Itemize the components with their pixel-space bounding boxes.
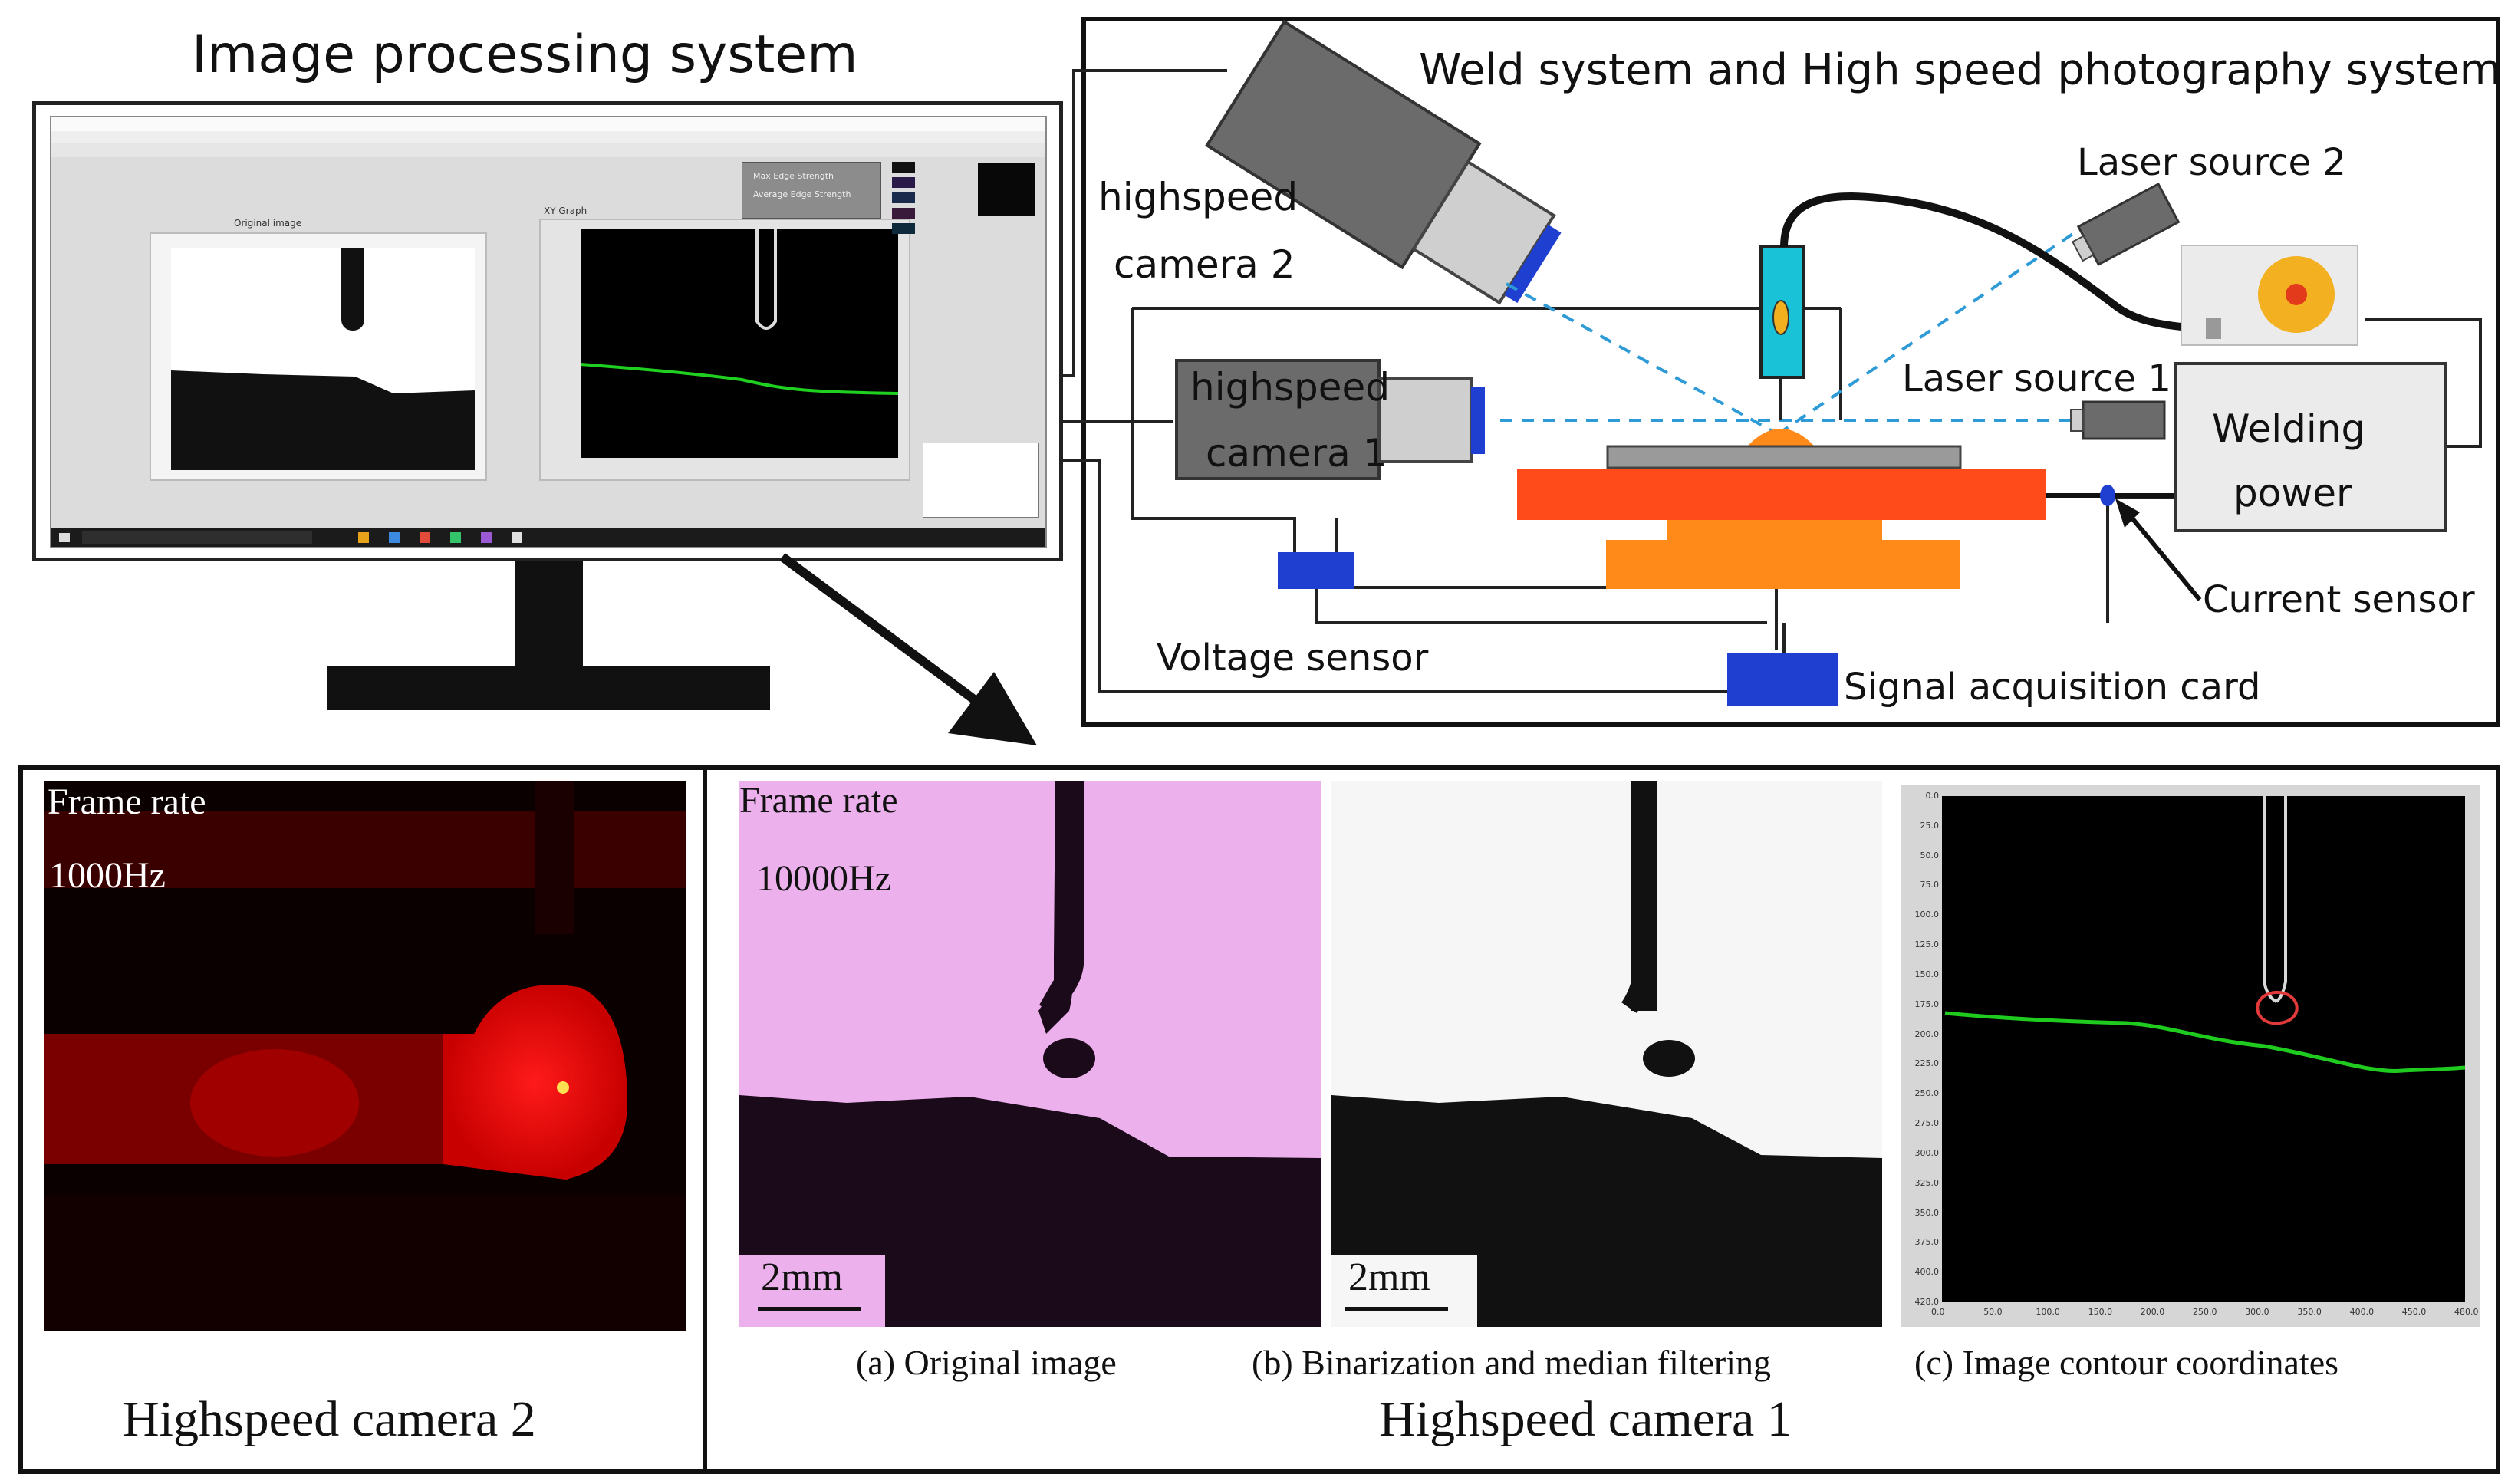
x-tick-label: 0.0: [1931, 1307, 1945, 1317]
screen-preview-box: [978, 163, 1035, 216]
monitor-base: [327, 666, 770, 710]
camera-2: [1205, 19, 1562, 305]
x-tick-label: 200.0: [2140, 1307, 2165, 1317]
x-tick-label: 400.0: [2349, 1307, 2375, 1317]
x-tick-label: 50.0: [1983, 1307, 2003, 1317]
y-tick-label: 275.0: [1914, 1118, 1940, 1129]
y-tick-label: 175.0: [1914, 999, 1940, 1009]
cam1-caption: Highspeed camera 1: [1379, 1391, 1792, 1447]
welding-power-line2: power: [2233, 471, 2352, 515]
screen-graph-curves: [581, 229, 898, 395]
cam2-caption: Highspeed camera 2: [123, 1391, 536, 1447]
cam1-label-line2: camera 1: [1206, 431, 1387, 475]
screen-graph-panel: XY Graph: [539, 206, 910, 481]
screen-info-box: Max Edge Strength Average Edge Strength: [742, 162, 881, 219]
screen-graph-plot: [581, 229, 898, 458]
panel-a-scale: 2mm: [761, 1255, 843, 1299]
y-tick-label: 200.0: [1914, 1028, 1940, 1039]
screen-taskbar: [51, 528, 1045, 547]
cam2-image: Frame rate 1000Hz: [44, 781, 686, 1331]
x-tick-label: 100.0: [2036, 1307, 2060, 1317]
screen-electrode: [341, 248, 364, 331]
monitor-title: Image processing system: [192, 25, 858, 85]
x-tick-label: 350.0: [2297, 1307, 2322, 1317]
panel-a-frame-rate-value: 10000Hz: [756, 858, 891, 899]
y-tick-label: 0.0: [1925, 791, 1940, 801]
panel-a-scalebar: [758, 1307, 861, 1311]
y-tick-label: 325.0: [1914, 1177, 1940, 1188]
panel-b-image: 2mm: [1331, 781, 1882, 1327]
y-tick-label: 400.0: [1914, 1267, 1940, 1278]
x-tick-label: 300.0: [2245, 1307, 2269, 1317]
panel-a-image: Frame rate 10000Hz 2mm: [739, 781, 1321, 1327]
cam2-frame-rate-label: Frame rate: [48, 781, 206, 822]
signal-card-label: Signal acquisition card: [1844, 666, 2261, 709]
screen-info-line-2: Average Edge Strength: [753, 189, 851, 199]
window-toolbar: [51, 143, 1045, 157]
y-tick-label: 125.0: [1914, 939, 1940, 950]
voltage-sensor-label: Voltage sensor: [1157, 637, 1429, 679]
monitor-neck: [515, 561, 583, 667]
screen-original-panel: Original image: [150, 219, 487, 481]
screen-small-panel: [923, 443, 1039, 518]
x-tick-label: 250.0: [2193, 1307, 2217, 1317]
x-tick-label: 450.0: [2401, 1307, 2427, 1317]
panel-c-x-axis: 0.0 50.0 100.0 150.0 200.0 250.0 300.0 350.0 400…: [1901, 1304, 2480, 1327]
cam1-label-line1: highspeed: [1190, 365, 1391, 410]
panel-a-caption: (a) Original image: [856, 1343, 1117, 1382]
panel-c-caption: (c) Image contour coordinates: [1914, 1343, 2339, 1382]
panel-b-scale: 2mm: [1348, 1255, 1430, 1299]
y-tick-label: 250.0: [1914, 1088, 1940, 1099]
panel-b-caption: (b) Binarization and median filtering: [1252, 1343, 1771, 1382]
screen-graph-label: XY Graph: [544, 206, 588, 216]
window-titlebar: [51, 117, 1045, 131]
y-tick-label: 50.0: [1920, 850, 1940, 860]
cam2-label-line1: highspeed: [1098, 175, 1298, 219]
y-tick-label: 25.0: [1920, 820, 1940, 831]
y-tick-label: 225.0: [1914, 1058, 1940, 1069]
laser2-label: Laser source 2: [2077, 141, 2346, 184]
panel-c: 0.0 25.0 50.0 75.0 100.0 125.0 150.0 175.0 200.0…: [1901, 785, 2480, 1327]
y-tick-label: 350.0: [1914, 1207, 1940, 1218]
screen-original-image: [171, 248, 475, 470]
cam2-frame-rate-value: 1000Hz: [49, 855, 166, 896]
panel-c-curves: [1944, 796, 2465, 1073]
y-tick-label: 375.0: [1914, 1237, 1940, 1248]
schematic-title: Weld system and High speed photography s…: [1419, 45, 2502, 95]
y-tick-label: 100.0: [1914, 910, 1940, 920]
panel-c-y-axis: 0.0 25.0 50.0 75.0 100.0 125.0 150.0 175.0 200.0…: [1901, 785, 1942, 1327]
panel-b-scalebar: [1345, 1307, 1448, 1311]
current-sensor-label: Current sensor: [2203, 578, 2475, 621]
monitor: Original image XY Graph Max Edge Strengt…: [32, 101, 1063, 561]
panel-c-plot: [1942, 796, 2465, 1302]
monitor-screen: Original image XY Graph Max Edge Strengt…: [50, 116, 1047, 548]
cam2-label-line2: camera 2: [1114, 242, 1295, 287]
y-tick-label: 75.0: [1920, 880, 1940, 890]
screen-original-label: Original image: [234, 218, 302, 229]
y-tick-label: 300.0: [1914, 1147, 1940, 1158]
screen-info-line-1: Max Edge Strength: [753, 171, 834, 181]
laser1-label: Laser source 1: [1902, 357, 2171, 400]
screen-swatches: [892, 162, 915, 277]
panel-a-frame-rate-label: Frame rate: [739, 781, 898, 821]
screen-weld-bead: [171, 370, 475, 470]
x-tick-label: 150.0: [2088, 1307, 2113, 1317]
window-menubar: [51, 131, 1045, 143]
y-tick-label: 428.0: [1914, 1297, 1940, 1307]
bottom-right-frame: [703, 765, 2500, 1474]
y-tick-label: 150.0: [1914, 969, 1940, 979]
schematic-frame: [1081, 17, 2500, 727]
x-tick-label: 480.0: [2454, 1307, 2479, 1317]
welding-power-line1: Welding: [2212, 406, 2366, 451]
